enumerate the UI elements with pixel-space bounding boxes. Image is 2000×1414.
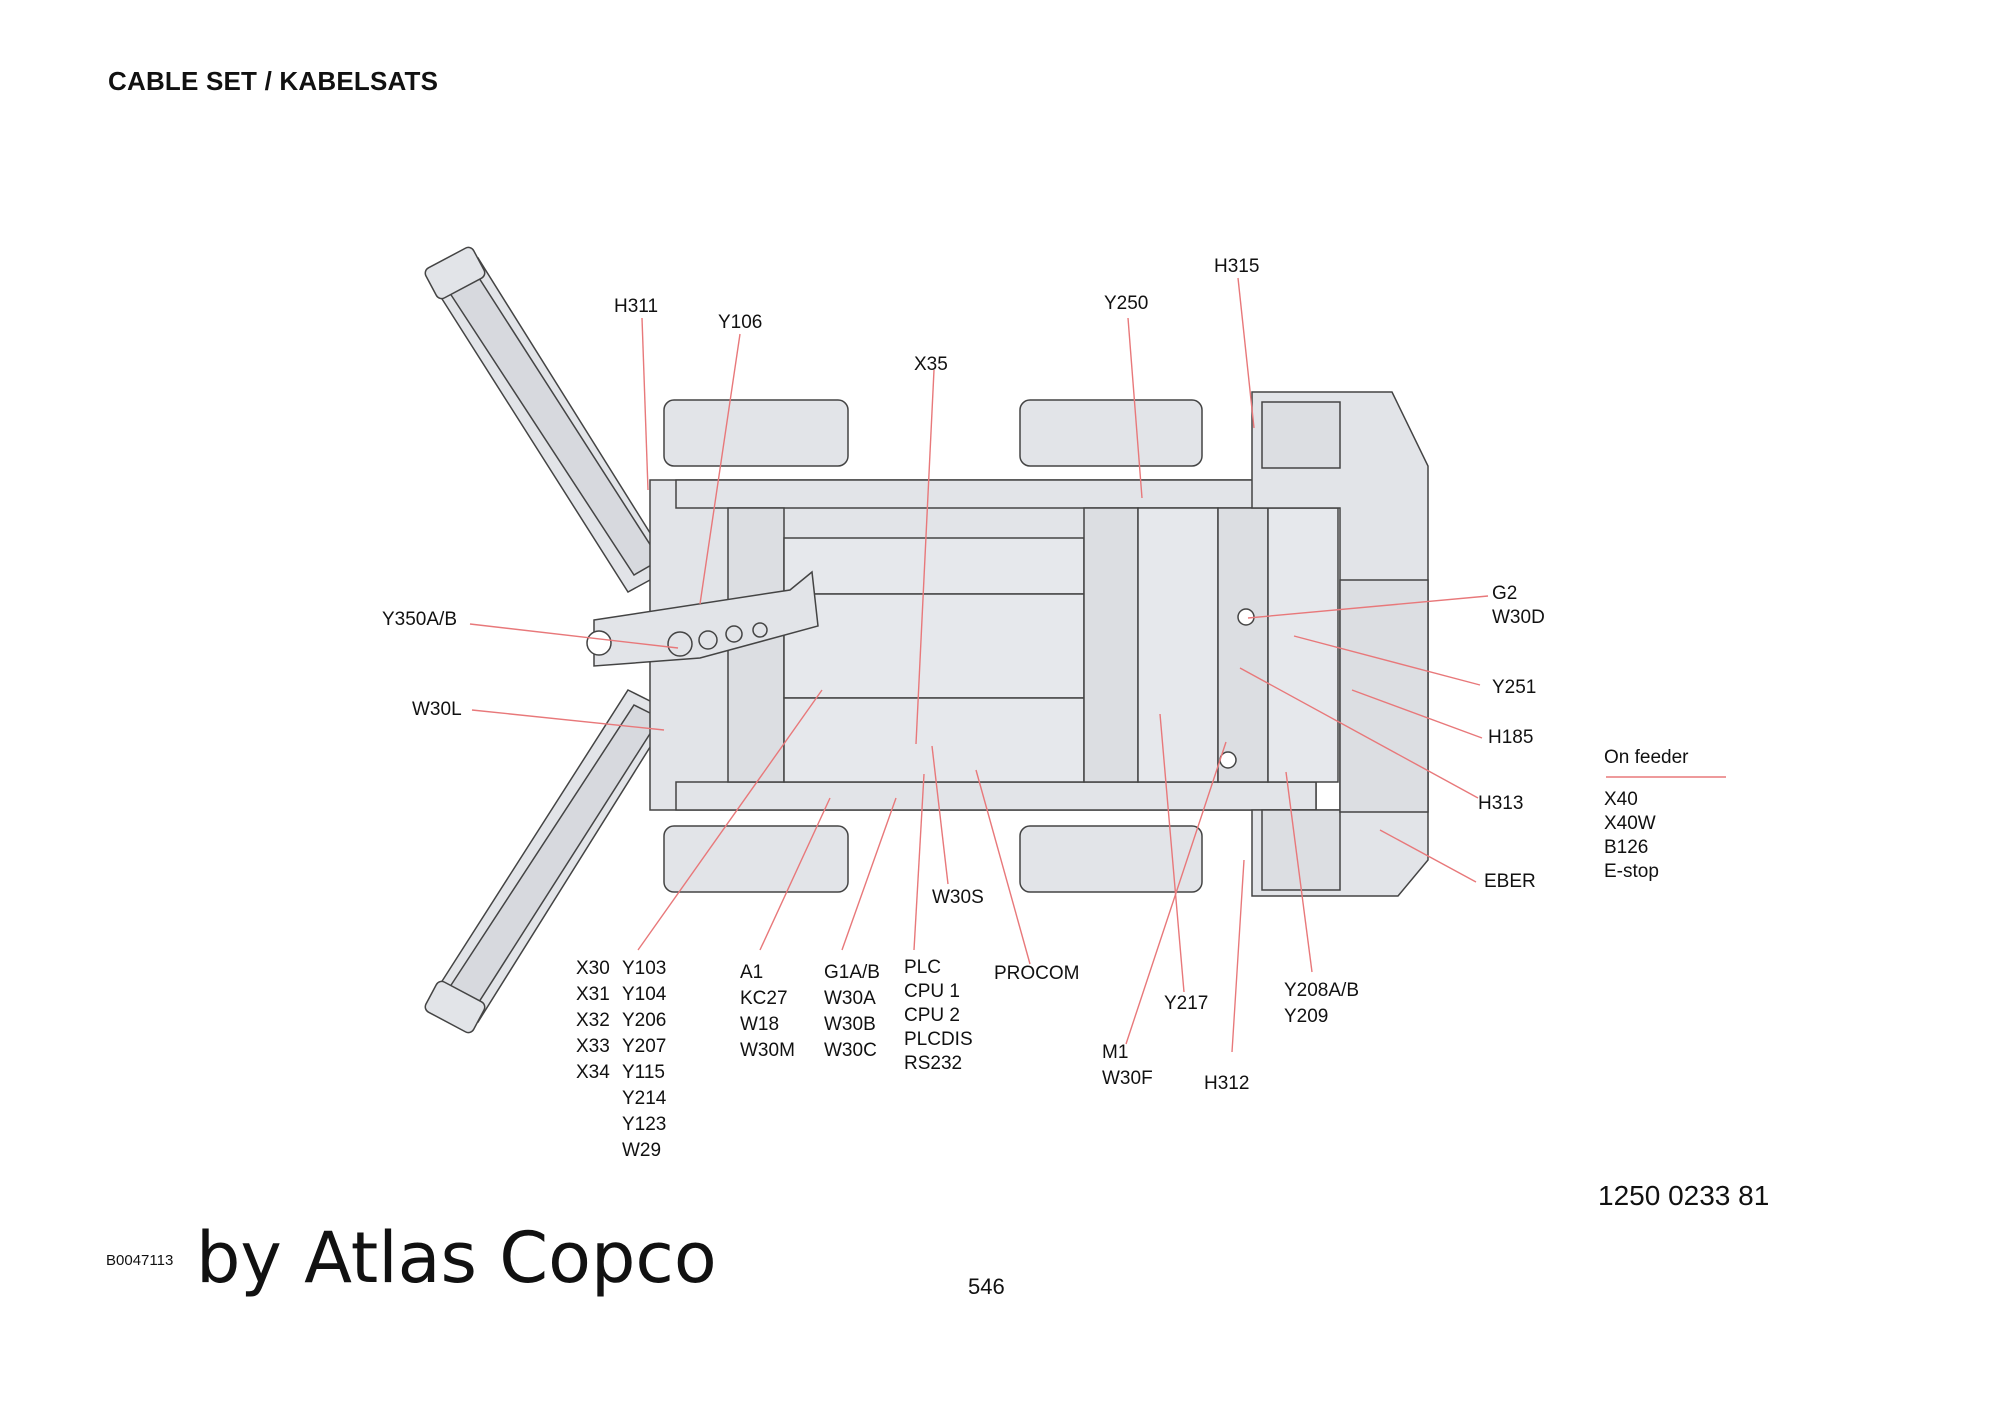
label-x34: X34 xyxy=(576,1062,610,1083)
label-y206: Y206 xyxy=(622,1010,667,1031)
label-y214: Y214 xyxy=(622,1088,667,1109)
label-h313: H313 xyxy=(1478,793,1524,814)
label-kc27: KC27 xyxy=(740,988,788,1009)
label-y350ab: Y350A/B xyxy=(382,609,457,630)
label-group-y208: Y208A/B Y209 xyxy=(1284,978,1359,1030)
label-y103: Y103 xyxy=(622,958,667,979)
label-y251: Y251 xyxy=(1492,677,1537,698)
leader-lines xyxy=(469,277,1726,1053)
label-h185: H185 xyxy=(1488,727,1534,748)
label-w30a: W30A xyxy=(824,988,876,1009)
feeder-heading: On feeder xyxy=(1604,747,1689,768)
page-title: CABLE SET / KABELSATS xyxy=(108,66,439,96)
label-plc: PLC xyxy=(904,957,941,978)
label-w30d: W30D xyxy=(1492,607,1545,628)
wheel-front-right xyxy=(663,825,849,893)
label-y207: Y207 xyxy=(622,1036,667,1057)
label-g2: G2 xyxy=(1492,583,1518,604)
label-eber: EBER xyxy=(1484,871,1536,892)
label-y250: Y250 xyxy=(1104,293,1149,314)
brand-text: by Atlas Copco xyxy=(196,1217,717,1299)
feeder-item-estop: E-stop xyxy=(1604,861,1659,882)
label-group-plc: PLC CPU 1 CPU 2 PLCDIS RS232 xyxy=(904,956,973,1076)
label-x30: X30 xyxy=(576,958,610,979)
label-x33: X33 xyxy=(576,1036,610,1057)
label-w30b: W30B xyxy=(824,1014,876,1035)
label-h311: H311 xyxy=(614,296,659,317)
label-x31: X31 xyxy=(576,984,610,1005)
label-cpu2: CPU 2 xyxy=(904,1005,960,1026)
label-x35: X35 xyxy=(914,354,948,375)
label-a1: A1 xyxy=(740,962,764,983)
label-h315: H315 xyxy=(1214,256,1260,277)
label-w18: W18 xyxy=(740,1014,780,1035)
wheel-front-left xyxy=(663,399,849,467)
label-w30m: W30M xyxy=(740,1040,795,1061)
label-plcdis: PLCDIS xyxy=(904,1029,973,1050)
feeder-list: X40 X40W B126 E-stop xyxy=(1604,788,1659,884)
label-group-y103: Y103 Y104 Y206 Y207 Y115 Y214 Y123 W29 xyxy=(622,956,666,1164)
label-y123: Y123 xyxy=(622,1114,667,1135)
label-cpu1: CPU 1 xyxy=(904,981,960,1002)
label-y104: Y104 xyxy=(622,984,667,1005)
label-m1: M1 xyxy=(1102,1042,1129,1063)
label-w30f: W30F xyxy=(1102,1068,1153,1089)
front-arm xyxy=(593,570,819,667)
feeder-item-x40w: X40W xyxy=(1604,813,1656,834)
label-w30l: W30L xyxy=(412,699,462,720)
label-w29: W29 xyxy=(622,1140,662,1161)
label-w30s: W30S xyxy=(932,887,984,908)
page-number: 546 xyxy=(968,1274,1005,1299)
label-group-g1: G1A/B W30A W30B W30C xyxy=(824,960,880,1064)
label-w30c: W30C xyxy=(824,1040,877,1061)
tow-eye xyxy=(586,630,612,656)
label-g1ab: G1A/B xyxy=(824,962,880,983)
label-y209: Y209 xyxy=(1284,1006,1329,1027)
label-group-a1: A1 KC27 W18 W30M xyxy=(740,960,795,1064)
wheel-rear-right xyxy=(1019,825,1203,893)
label-x32: X32 xyxy=(576,1010,610,1031)
wheel-rear-left xyxy=(1019,399,1203,467)
machine-body xyxy=(424,246,1429,1034)
part-number: 1250 0233 81 xyxy=(1598,1180,1770,1211)
label-h312: H312 xyxy=(1204,1073,1250,1094)
label-y217: Y217 xyxy=(1164,993,1209,1014)
label-rs232: RS232 xyxy=(904,1053,963,1074)
label-procom: PROCOM xyxy=(994,963,1080,984)
label-group-x30: X30 X31 X32 X33 X34 xyxy=(576,956,610,1086)
document-id: B0047113 xyxy=(106,1252,174,1269)
label-group-m1: M1 W30F xyxy=(1102,1040,1153,1092)
label-y208ab: Y208A/B xyxy=(1284,980,1359,1001)
feeder-item-x40: X40 xyxy=(1604,789,1638,810)
label-y106: Y106 xyxy=(718,312,763,333)
label-y115: Y115 xyxy=(622,1062,665,1083)
feeder-item-b126: B126 xyxy=(1604,837,1649,858)
